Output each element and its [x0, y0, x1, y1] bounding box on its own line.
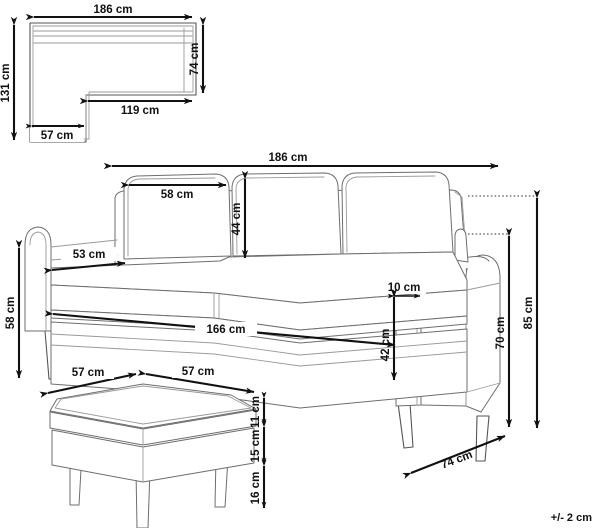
label-bg-57-right	[172, 365, 224, 378]
dim-label-57-left: 57 cm	[72, 367, 105, 379]
dim-label-57-top: 57 cm	[41, 130, 74, 142]
sofa-side-face-bottom	[466, 382, 501, 393]
dim-label-186-top: 186 cm	[93, 4, 132, 16]
label-bg-166	[195, 322, 257, 336]
dim-top-view-inner-width: 119 cm	[79, 97, 193, 117]
dim-arrow-57-right	[137, 369, 255, 394]
dim-sofa-cushion-width: 58 cm	[120, 181, 227, 201]
dim-label-74-top: 74 cm	[189, 43, 201, 76]
dim-arrow-53	[43, 260, 126, 274]
sofa-base-frame-line-2	[50, 344, 468, 367]
dim-sofa-arm-height: 58 cm	[5, 239, 23, 379]
dim-label-16: 16 cm	[250, 472, 262, 505]
dim-label-186-sofa: 186 cm	[268, 152, 307, 164]
top-view-sofa: 186 cm 131 cm 74 cm 119 cm 57 cm	[0, 2, 207, 143]
sofa-back-cushion-right	[341, 171, 454, 255]
dim-arrow-57-left	[39, 372, 137, 398]
dim-label-44: 44 cm	[231, 203, 243, 236]
dim-ottoman-base-height: 15 cm	[250, 420, 267, 465]
dim-ottoman-width-left: 57 cm	[39, 366, 137, 398]
dim-label-119: 119 cm	[121, 105, 159, 117]
sofa-back-cushion-middle	[231, 172, 342, 257]
dim-sofa-backrest-height: 44 cm	[231, 170, 249, 259]
tolerance-note: +/- 2 cm	[551, 512, 592, 524]
perspective-view-ottoman: 57 cm 57 cm 11 cm 15 cm 16 cm	[39, 365, 267, 528]
sofa-arm-right-bottom	[420, 404, 467, 407]
ottoman-cushion-top-inner	[54, 385, 252, 425]
dim-top-view-depth: 74 cm	[189, 16, 207, 94]
dim-sofa-seat-width: 166 cm	[44, 310, 396, 348]
sofa-arm-left-top-edge	[50, 239, 118, 248]
sofa-back-cushions	[123, 171, 454, 260]
sofa-arm-left	[24, 226, 52, 332]
dim-label-11: 11 cm	[250, 396, 262, 428]
dim-ottoman-leg-height: 16 cm	[250, 459, 267, 509]
label-bg-58	[148, 187, 206, 201]
dim-label-70: 70 cm	[495, 317, 507, 350]
sofa-back-cushion-right-inner	[345, 175, 436, 253]
sofa-back-side-flap	[454, 228, 469, 263]
dim-top-view-width: 186 cm	[25, 2, 193, 21]
dim-ottoman-cushion-height: 11 cm	[250, 391, 267, 428]
sofa-side-face-top	[466, 282, 501, 291]
dim-label-15: 15 cm	[250, 430, 262, 463]
dim-label-58-cushion: 58 cm	[161, 189, 194, 201]
label-bg-186-sofa	[258, 150, 318, 164]
label-bg-186-top	[84, 2, 142, 16]
dim-label-10: 10 cm	[388, 282, 421, 294]
dim-label-57-right: 57 cm	[182, 366, 215, 378]
dim-sofa-total-height: 85 cm	[523, 189, 541, 429]
dim-sofa-seat-height: 42 cm	[380, 288, 398, 381]
dim-label-85: 85 cm	[523, 297, 535, 330]
label-bg-57-top	[30, 128, 84, 142]
sofa-arm-left-inner	[29, 231, 47, 332]
dim-label-58-arm: 58 cm	[5, 297, 17, 330]
label-bg-119	[111, 103, 169, 117]
dim-label-131: 131 cm	[0, 63, 12, 102]
dim-sofa-seat-depth: 53 cm	[43, 247, 126, 274]
dim-label-42: 42 cm	[380, 329, 392, 362]
dim-arrow-74-sofa	[402, 435, 506, 479]
dim-top-view-height: 131 cm	[0, 16, 18, 141]
label-bg-53	[61, 247, 117, 261]
dim-sofa-arm-top-height: 70 cm	[495, 227, 513, 428]
dim-sofa-width: 186 cm	[103, 150, 499, 170]
dim-top-view-leg-width: 57 cm	[25, 123, 85, 142]
dim-label-53: 53 cm	[73, 249, 106, 261]
perspective-view-sofa: 186 cm 58 cm 44 cm 53 cm 58 cm 166	[5, 150, 541, 479]
dim-label-166: 166 cm	[206, 324, 245, 336]
label-bg-57-left	[62, 366, 114, 379]
dim-sofa-arm-thickness: 10 cm	[383, 281, 426, 299]
sofa-back-cushion-left	[123, 173, 232, 260]
dim-ottoman-width-right: 57 cm	[137, 365, 255, 394]
